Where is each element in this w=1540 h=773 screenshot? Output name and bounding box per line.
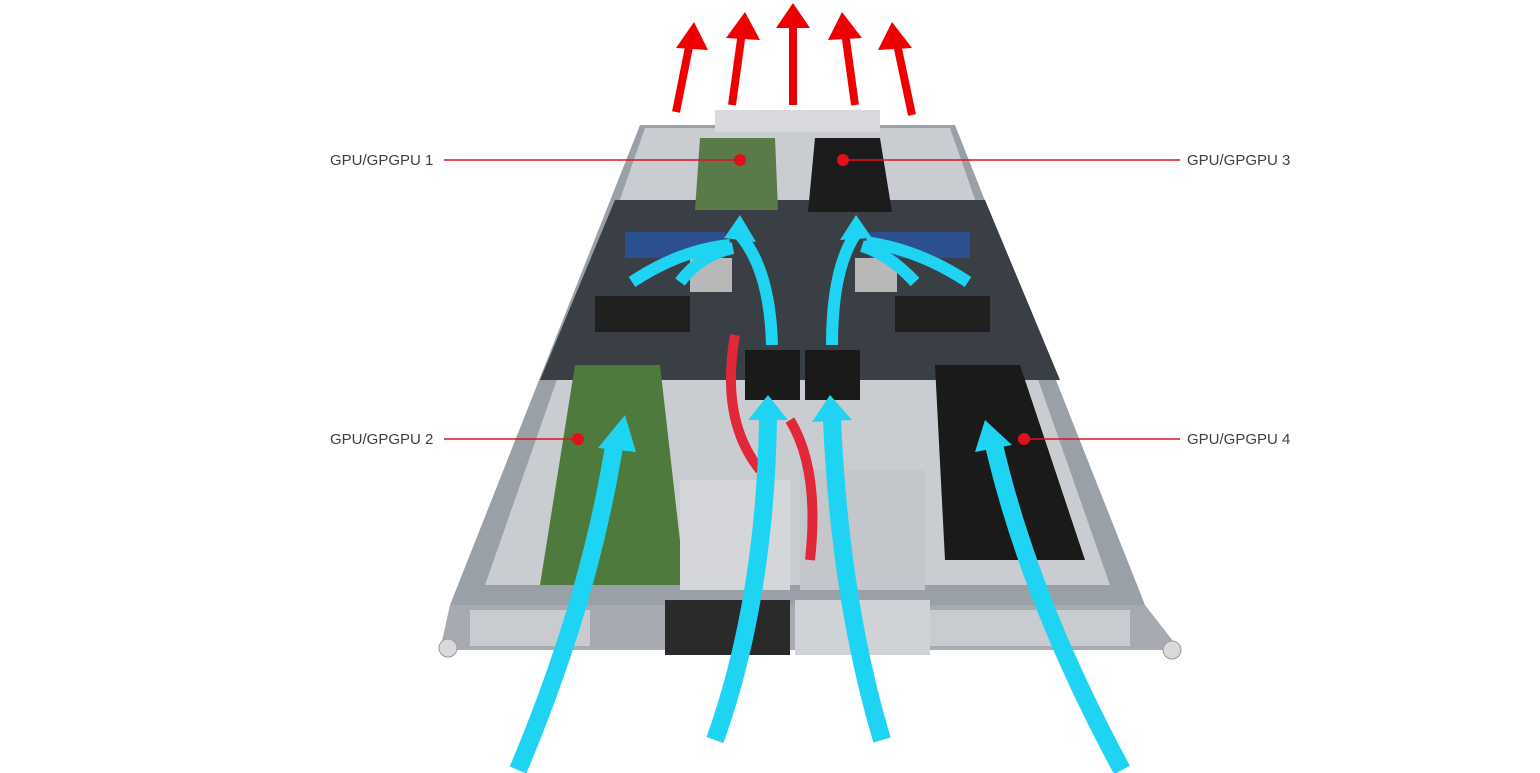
exhaust-arrow bbox=[893, 43, 916, 116]
intake-arrow-head bbox=[840, 215, 872, 240]
exhaust-arrow bbox=[672, 41, 694, 113]
exhaust-arrow-head bbox=[726, 12, 760, 40]
intake-arrow bbox=[823, 419, 891, 743]
gpu1-label: GPU/GPGPU 1 bbox=[330, 152, 434, 169]
intake-arrow-head bbox=[975, 420, 1012, 452]
intake-arrow-head bbox=[724, 215, 756, 242]
intake-arrow bbox=[985, 442, 1130, 773]
exhaust-arrow-head bbox=[676, 22, 708, 50]
intake-arrow bbox=[675, 242, 735, 286]
intake-arrow-head bbox=[598, 415, 636, 452]
intake-arrow bbox=[706, 419, 777, 744]
exhaust-arrow-head bbox=[776, 3, 810, 28]
callout-dot bbox=[734, 154, 746, 166]
exhaust-arrow bbox=[841, 31, 859, 106]
intake-arrow-head bbox=[748, 395, 788, 420]
exhaust-arrow bbox=[728, 31, 746, 106]
intake-arrow bbox=[509, 438, 624, 773]
gpu4-label: GPU/GPGPU 4 bbox=[1187, 431, 1291, 448]
intake-arrow bbox=[826, 231, 861, 346]
gpu2-label: GPU/GPGPU 2 bbox=[330, 431, 434, 448]
server-chassis bbox=[438, 110, 1182, 660]
exhaust-arrow-head bbox=[878, 22, 912, 50]
intake-arrow bbox=[865, 236, 972, 287]
callout-dot bbox=[1018, 433, 1030, 445]
intake-arrow bbox=[735, 231, 778, 346]
intake-arrow bbox=[860, 240, 920, 287]
callout-dot bbox=[572, 433, 584, 445]
gpu3-label: GPU/GPGPU 3 bbox=[1187, 152, 1291, 169]
callouts bbox=[444, 154, 1180, 445]
exhaust-arrow-head bbox=[828, 12, 862, 40]
intake-arrows bbox=[509, 215, 1130, 773]
callout-dot bbox=[837, 154, 849, 166]
exhaust-arrows bbox=[672, 3, 916, 116]
intake-arrow-head bbox=[812, 395, 852, 422]
